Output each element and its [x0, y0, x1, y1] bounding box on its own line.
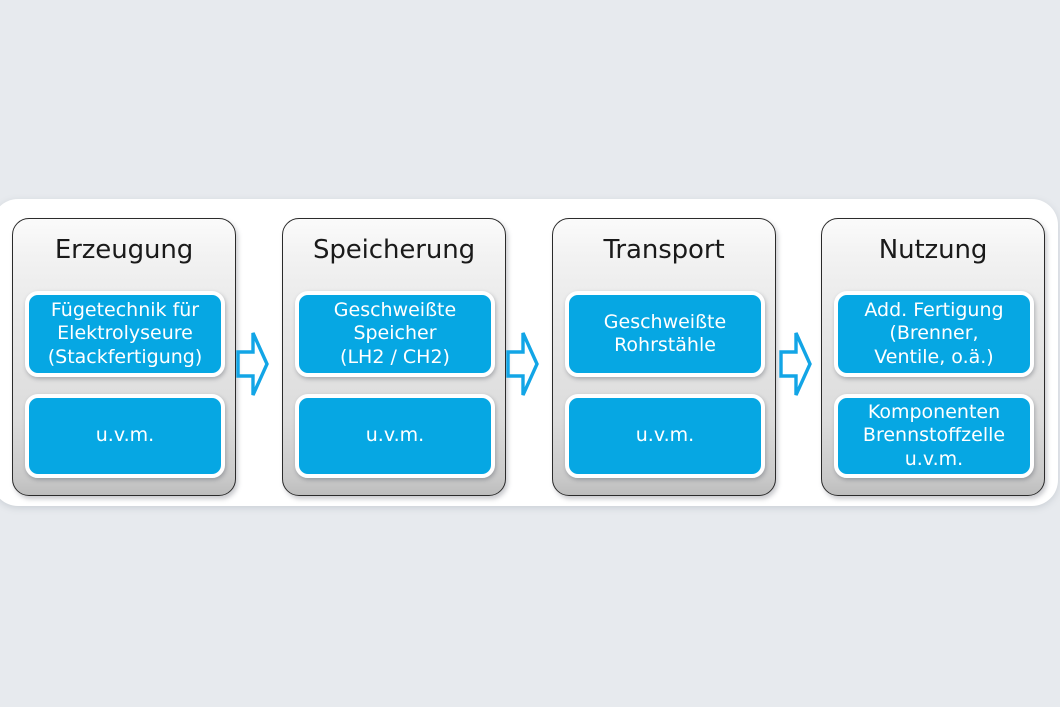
stage-box-label: u.v.m. — [635, 424, 695, 447]
stage-box-komponenten-brennstoffzelle[interactable]: Komponenten Brennstoffzelle u.v.m. — [834, 394, 1034, 478]
stage-box-uvm-speicherung[interactable]: u.v.m. — [295, 394, 495, 478]
stage-box-label: Geschweißte Rohrstähle — [603, 310, 727, 357]
stage-title-nutzung: Nutzung — [878, 235, 988, 265]
stage-box-label: u.v.m. — [365, 424, 425, 447]
stage-panel-nutzung[interactable]: Nutzung Add. Fertigung (Brenner, Ventile… — [821, 218, 1045, 496]
stage-panel-speicherung[interactable]: Speicherung Geschweißte Speicher (LH2 / … — [282, 218, 506, 496]
stage-panel-transport[interactable]: Transport Geschweißte Rohrstähle u.v.m. — [552, 218, 776, 496]
stage-box-label: Komponenten Brennstoffzelle u.v.m. — [862, 400, 1006, 470]
stage-box-fuegetechnik[interactable]: Fügetechnik für Elektrolyseure (Stackfer… — [25, 291, 225, 377]
stage-row: Erzeugung Fügetechnik für Elektrolyseure… — [0, 199, 1058, 506]
arrow-right-icon — [779, 330, 812, 398]
stage-box-uvm-transport[interactable]: u.v.m. — [565, 394, 765, 478]
stage-box-uvm-erzeugung[interactable]: u.v.m. — [25, 394, 225, 478]
stage-box-add-fertigung[interactable]: Add. Fertigung (Brenner, Ventile, o.ä.) — [834, 291, 1034, 377]
stage-box-label: Geschweißte Speicher (LH2 / CH2) — [333, 298, 457, 368]
stage-title-erzeugung: Erzeugung — [54, 235, 194, 265]
arrow-right-icon — [506, 330, 539, 398]
stage-box-geschweisste-speicher[interactable]: Geschweißte Speicher (LH2 / CH2) — [295, 291, 495, 377]
stage-box-label: Fügetechnik für Elektrolyseure (Stackfer… — [47, 298, 203, 368]
arrow-right-icon — [236, 330, 269, 398]
stage-title-speicherung: Speicherung — [312, 235, 476, 265]
stage-panel-erzeugung[interactable]: Erzeugung Fügetechnik für Elektrolyseure… — [12, 218, 236, 496]
stage-box-label: Add. Fertigung (Brenner, Ventile, o.ä.) — [864, 298, 1004, 368]
process-chain-container: Erzeugung Fügetechnik für Elektrolyseure… — [0, 199, 1058, 506]
stage-box-geschweisste-rohrstaehle[interactable]: Geschweißte Rohrstähle — [565, 291, 765, 377]
stage-title-transport: Transport — [603, 235, 725, 265]
stage-box-label: u.v.m. — [95, 424, 155, 447]
